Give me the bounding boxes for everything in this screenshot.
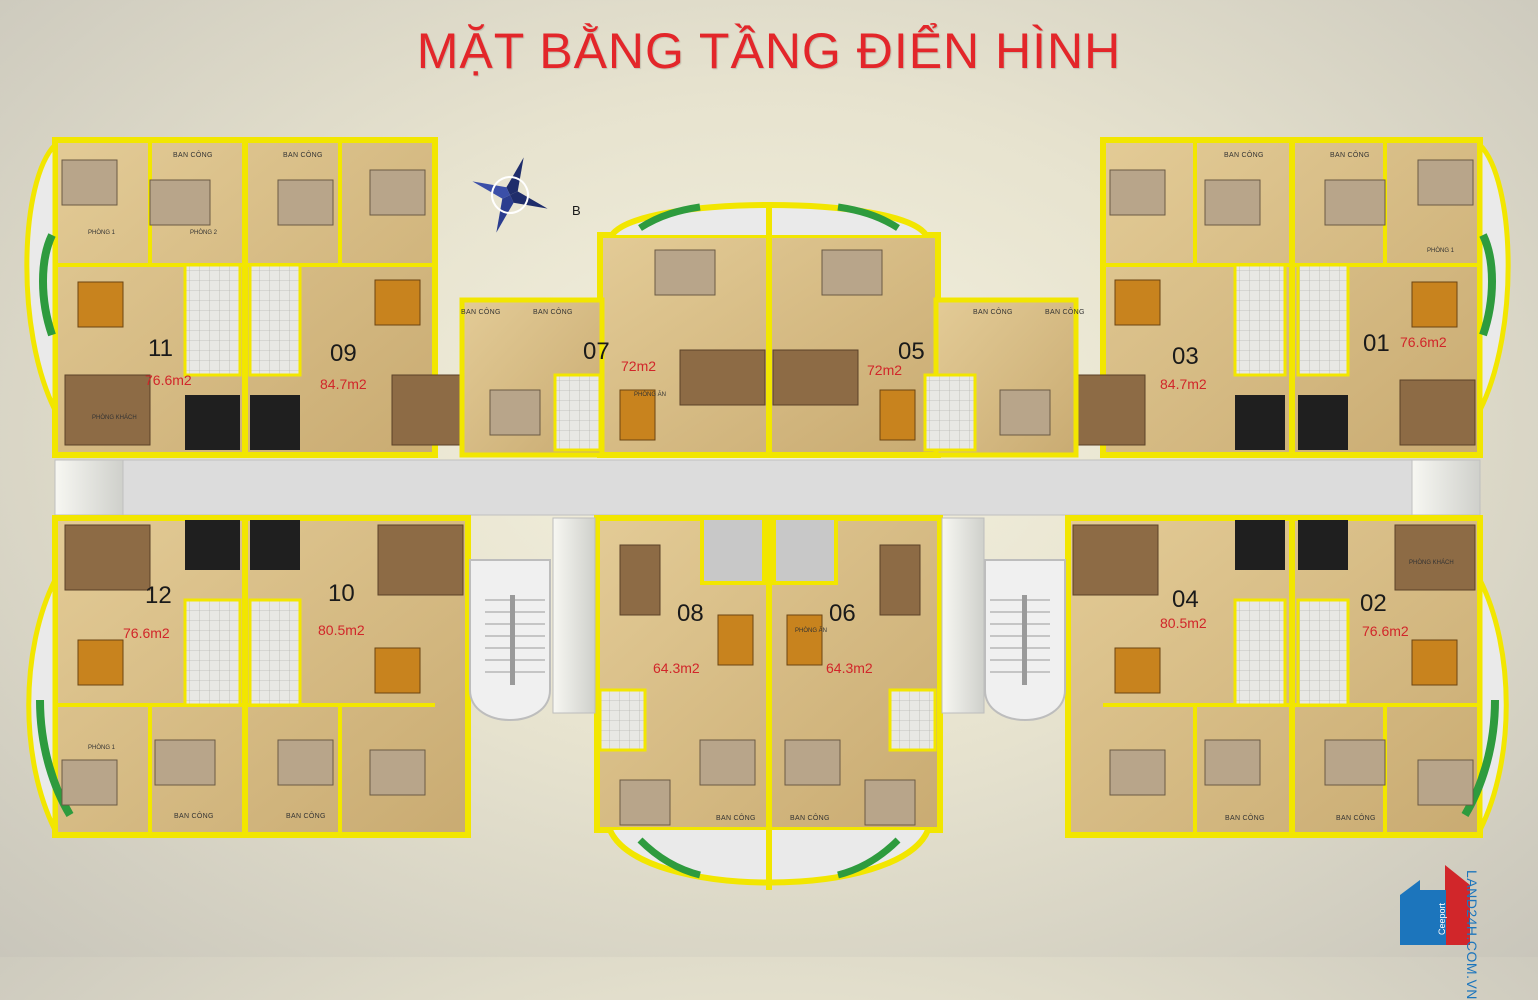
brand-logo-icon	[1400, 865, 1470, 945]
watermark-brand: Ceeport	[1437, 902, 1447, 935]
balcony-label: BAN CÔNG	[1330, 152, 1370, 159]
unit-area: 76.6m2	[145, 372, 192, 388]
room-label: PHÒNG ĂN	[634, 392, 667, 398]
room-label: PHÒNG 1	[1427, 248, 1455, 254]
balcony-label: BAN CÔNG	[973, 309, 1013, 316]
unit-number: 09	[330, 340, 357, 367]
balcony-label: BAN CÔNG	[533, 309, 573, 316]
room-label: PHÒNG ĂN	[795, 628, 828, 634]
room-label: PHÒNG 1	[88, 230, 116, 236]
balcony-label: BAN CÔNG	[174, 813, 214, 820]
block-top-right	[1072, 137, 1511, 458]
unit-number: 11	[148, 335, 173, 362]
unit-area: 72m2	[621, 358, 657, 374]
unit-area: 80.5m2	[318, 622, 365, 638]
balcony-label: BAN CÔNG	[1224, 152, 1264, 159]
unit-area: 84.7m2	[320, 376, 367, 392]
unit-number: 02	[1360, 590, 1387, 617]
unit-number: 12	[145, 582, 172, 609]
stairwell-east	[941, 517, 1066, 721]
balcony-label: BAN CÔNG	[461, 309, 501, 316]
unit-area: 72m2	[867, 362, 903, 378]
unit-area: 64.3m2	[826, 660, 873, 676]
balcony-label: BAN CÔNG	[1045, 309, 1085, 316]
unit-number: 05	[898, 338, 925, 365]
unit-area: 64.3m2	[653, 660, 700, 676]
room-label: PHÒNG KHÁCH	[92, 415, 137, 421]
balcony-label: BAN CÔNG	[1336, 815, 1376, 822]
room-label: PHÒNG KHÁCH	[1409, 560, 1454, 566]
page-title: MẶT BẰNG TẦNG ĐIỂN HÌNH	[416, 23, 1122, 79]
corridor-end-west	[54, 459, 124, 516]
unit-area: 76.6m2	[123, 625, 170, 641]
balcony-label: BAN CÔNG	[1225, 815, 1265, 822]
unit-number: 10	[328, 580, 355, 607]
watermark-site: LAND24H.COM.VN	[1464, 870, 1480, 1000]
unit-area: 80.5m2	[1160, 615, 1207, 631]
unit-number: 04	[1172, 586, 1199, 613]
unit-area: 84.7m2	[1160, 376, 1207, 392]
unit-number: 08	[677, 600, 704, 627]
block-bottom-right	[1065, 515, 1509, 838]
unit-number: 07	[583, 338, 610, 365]
corridor-end-east	[1411, 459, 1481, 516]
block-bottom-left	[26, 515, 471, 838]
compass-rose-icon	[472, 157, 548, 233]
compass-north-label: B	[572, 203, 581, 218]
unit-number: 01	[1363, 330, 1390, 357]
unit-number: 06	[829, 600, 856, 627]
room-label: PHÒNG 2	[190, 230, 218, 236]
balcony-label: BAN CÔNG	[283, 152, 323, 159]
floor-plan	[24, 137, 1511, 945]
stairwell-west	[469, 517, 596, 721]
block-top-left	[24, 137, 463, 458]
balcony-label: BAN CÔNG	[716, 815, 756, 822]
corridor	[119, 459, 1416, 516]
block-top-center	[459, 202, 1079, 458]
balcony-label: BAN CÔNG	[790, 815, 830, 822]
unit-area: 76.6m2	[1400, 334, 1447, 350]
room-label: PHÒNG 1	[88, 745, 116, 751]
balcony-label: BAN CÔNG	[286, 813, 326, 820]
block-bottom-center	[594, 515, 943, 890]
balcony-label: BAN CÔNG	[173, 152, 213, 159]
unit-number: 03	[1172, 343, 1199, 370]
unit-area: 76.6m2	[1362, 623, 1409, 639]
